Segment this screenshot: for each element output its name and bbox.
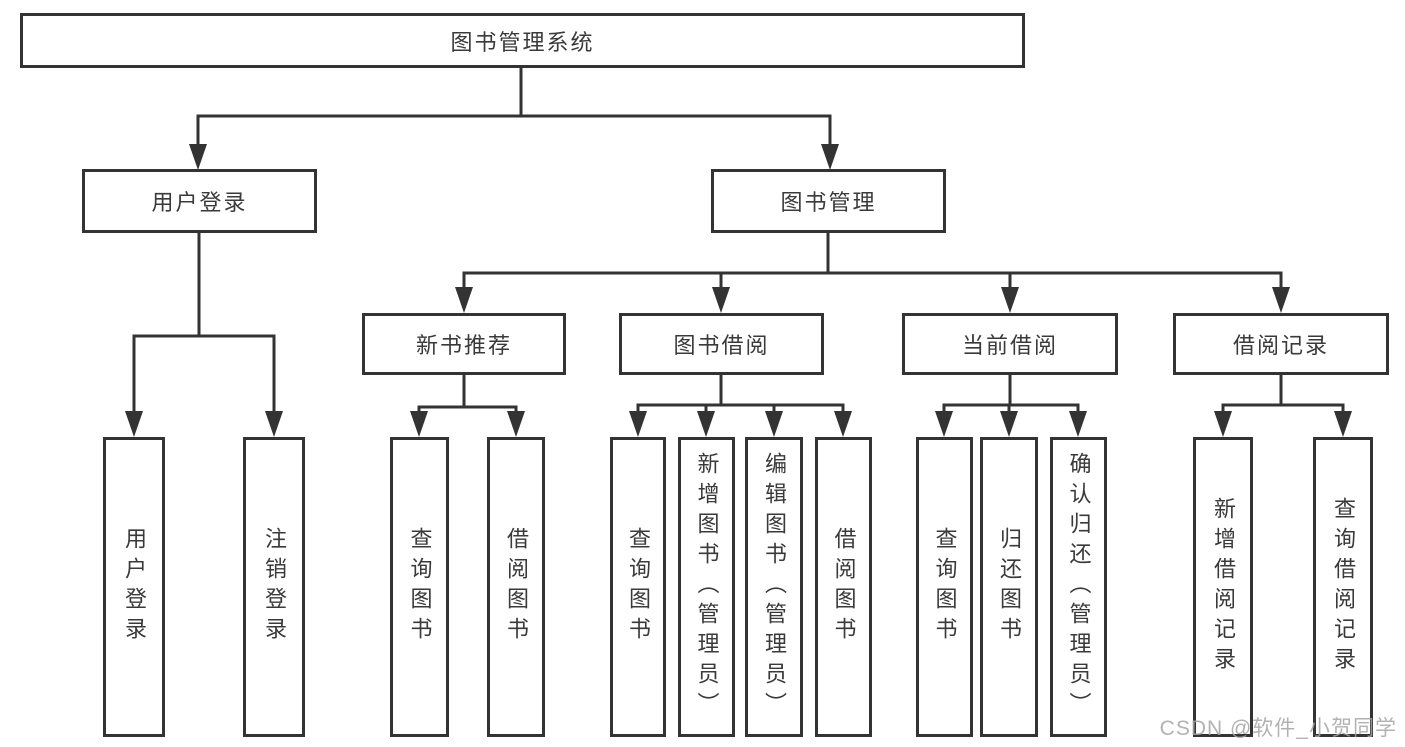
node-current-borrow: 当前借阅 xyxy=(902,313,1118,375)
node-new-book-recommend-label: 新书推荐 xyxy=(415,333,512,358)
leaf-query-books-current-label: 查询图书 xyxy=(932,527,958,647)
leaf-query-books-borrow-label: 查询图书 xyxy=(626,527,651,647)
leaf-borrow-books: 借阅图书 xyxy=(815,437,872,737)
node-user-login: 用户登录 xyxy=(82,169,317,233)
leaf-confirm-return-admin-label: 确认归还（管理员） xyxy=(1066,452,1092,722)
leaf-add-book-admin-label: 新增图书（管理员） xyxy=(694,452,720,722)
leaf-borrow-books-recommend: 借阅图书 xyxy=(487,437,545,737)
leaf-query-borrow-record: 查询借阅记录 xyxy=(1313,437,1373,737)
node-root: 图书管理系统 xyxy=(20,13,1025,68)
leaf-logout: 注销登录 xyxy=(243,437,305,737)
leaf-borrow-books-recommend-label: 借阅图书 xyxy=(504,527,529,647)
leaf-query-books-borrow: 查询图书 xyxy=(610,437,666,737)
node-new-book-recommend: 新书推荐 xyxy=(362,313,566,375)
node-borrow-records-label: 借阅记录 xyxy=(1232,333,1329,358)
leaf-return-book: 归还图书 xyxy=(980,437,1038,737)
leaf-confirm-return-admin: 确认归还（管理员） xyxy=(1050,437,1107,737)
leaf-logout-label: 注销登录 xyxy=(262,527,287,647)
watermark-text: CSDN @软件_小贺同学 xyxy=(1159,717,1397,740)
leaf-query-books-recommend: 查询图书 xyxy=(390,437,449,737)
leaf-return-book-label: 归还图书 xyxy=(997,527,1022,647)
leaf-add-borrow-record-label: 新增借阅记录 xyxy=(1211,497,1236,677)
node-root-label: 图书管理系统 xyxy=(450,29,595,55)
node-book-management: 图书管理 xyxy=(711,169,946,233)
node-user-login-label: 用户登录 xyxy=(151,190,248,215)
leaf-query-books-current: 查询图书 xyxy=(916,437,973,737)
node-book-borrow-label: 图书借阅 xyxy=(673,333,770,358)
leaf-query-books-recommend-label: 查询图书 xyxy=(407,527,433,647)
leaf-borrow-books-label: 借阅图书 xyxy=(831,527,857,647)
arrowheads xyxy=(125,144,1352,437)
leaf-edit-book-admin-label: 编辑图书（管理员） xyxy=(762,452,787,722)
node-book-management-label: 图书管理 xyxy=(780,190,877,215)
node-borrow-records: 借阅记录 xyxy=(1173,313,1389,375)
leaf-add-book-admin: 新增图书（管理员） xyxy=(678,437,735,737)
leaf-edit-book-admin: 编辑图书（管理员） xyxy=(745,437,803,737)
leaf-query-borrow-record-label: 查询借阅记录 xyxy=(1331,497,1356,677)
node-current-borrow-label: 当前借阅 xyxy=(961,333,1058,358)
node-book-borrow: 图书借阅 xyxy=(619,313,824,375)
leaf-user-login: 用户登录 xyxy=(103,437,165,737)
leaf-user-login-label: 用户登录 xyxy=(122,527,147,647)
leaf-add-borrow-record: 新增借阅记录 xyxy=(1193,437,1253,737)
